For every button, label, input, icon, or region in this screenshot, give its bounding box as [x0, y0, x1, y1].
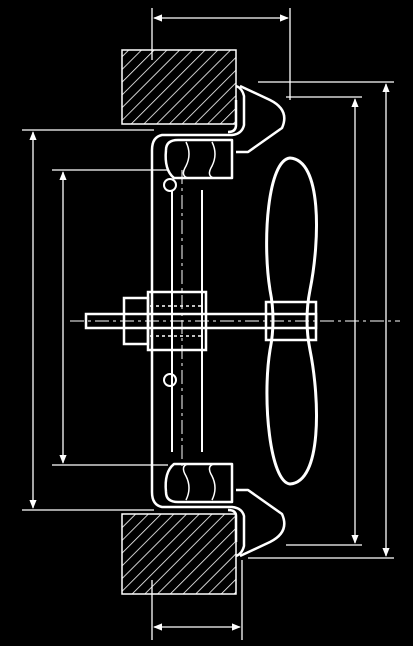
- cone-top: [236, 84, 286, 154]
- inner-wall-top: [227, 100, 238, 134]
- inner-wall-bottom: [227, 508, 238, 542]
- wall-section: [121, 49, 237, 595]
- wall-block-bottom: [121, 513, 237, 595]
- seal-wave-bottom: [182, 463, 216, 501]
- screw-head-bottom: [163, 373, 177, 387]
- dimension-lines: [22, 8, 394, 640]
- body-outline-bottom: [150, 430, 246, 558]
- handwheel: [265, 156, 319, 486]
- seal-wave-top: [182, 141, 216, 179]
- screw-head-top: [163, 178, 177, 192]
- centerlines: [70, 170, 400, 470]
- seal-top: [164, 138, 234, 180]
- seal-bottom: [164, 462, 234, 504]
- cone-bottom: [236, 488, 286, 558]
- bushing-thread: [150, 305, 204, 337]
- body-outline-top: [150, 84, 246, 210]
- handwheel-lever: [265, 156, 319, 486]
- wall-block-top: [121, 49, 237, 125]
